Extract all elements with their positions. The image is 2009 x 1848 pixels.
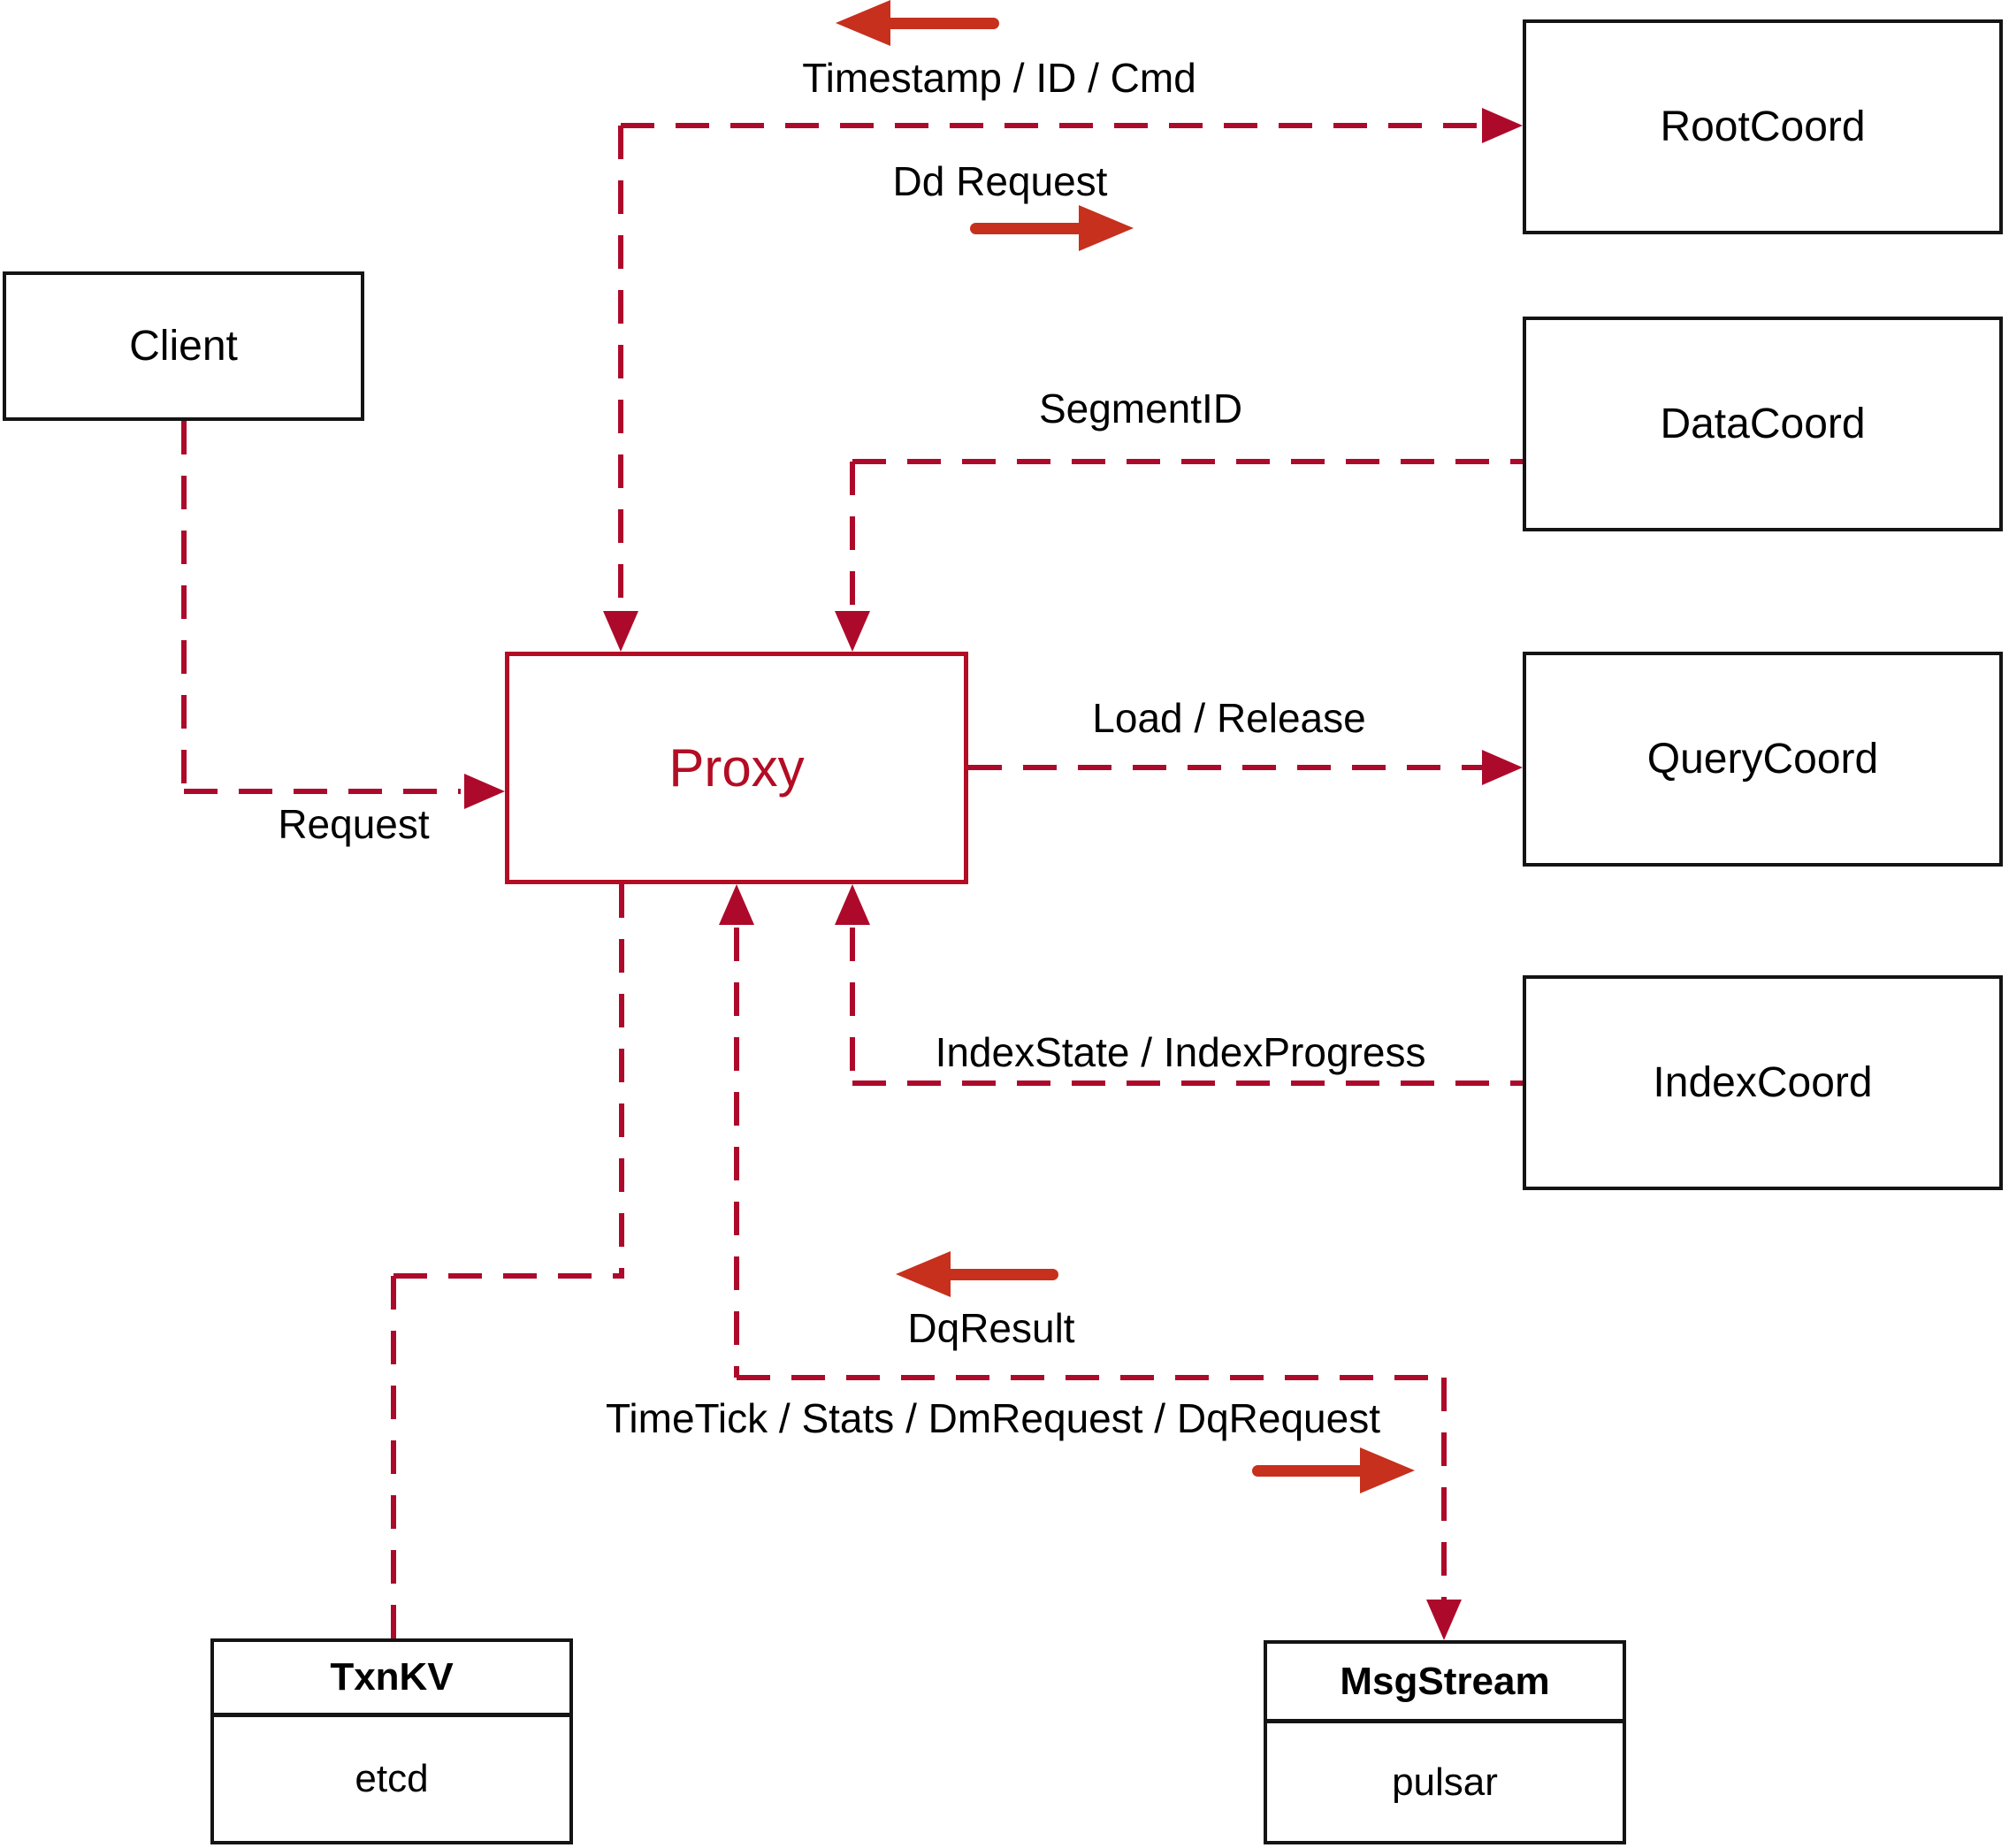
edge-proxy-txnkv-horizontal bbox=[393, 1273, 624, 1279]
edge-proxy-txnkv-vertical-upper bbox=[619, 884, 624, 1276]
edge-proxy-rootcoord-horizontal bbox=[621, 123, 1478, 128]
edge-datacoord-proxy-horizontal bbox=[852, 459, 1523, 464]
node-txnkv-title: TxnKV bbox=[214, 1642, 569, 1717]
node-proxy: Proxy bbox=[505, 652, 968, 884]
flow-arrow-dqresult-left-icon bbox=[896, 1251, 1060, 1297]
edge-label-time-tick: TimeTick / Stats / DmRequest / DqRequest bbox=[606, 1395, 1380, 1441]
arrowhead-into-proxy-left bbox=[464, 774, 505, 809]
node-rootcoord-label: RootCoord bbox=[1660, 103, 1866, 150]
edge-client-proxy-vertical bbox=[181, 421, 187, 791]
edge-label-load-release: Load / Release bbox=[1092, 695, 1366, 741]
arrowhead-into-proxy-top-left bbox=[603, 611, 638, 652]
edge-label-timestamp: Timestamp / ID / Cmd bbox=[802, 55, 1196, 101]
node-indexcoord-label: IndexCoord bbox=[1653, 1059, 1873, 1106]
edge-label-index-state: IndexState / IndexProgress bbox=[935, 1029, 1426, 1075]
edge-proxy-querycoord-horizontal bbox=[968, 765, 1482, 770]
arrowhead-into-msgstream bbox=[1426, 1600, 1462, 1640]
edge-proxy-txnkv-vertical-lower bbox=[391, 1276, 396, 1638]
node-client-label: Client bbox=[129, 323, 238, 370]
node-datacoord-label: DataCoord bbox=[1660, 401, 1866, 447]
edge-proxy-msgstream-vertical-right bbox=[1441, 1378, 1447, 1600]
node-indexcoord: IndexCoord bbox=[1523, 975, 2003, 1190]
edge-proxy-msgstream-horizontal bbox=[737, 1375, 1447, 1380]
edge-label-dq-result: DqResult bbox=[907, 1305, 1075, 1351]
flow-arrow-timestamp-left-icon bbox=[836, 0, 1001, 46]
arrowhead-into-proxy-top-right bbox=[835, 611, 870, 652]
edge-label-segment-id: SegmentID bbox=[1038, 386, 1243, 431]
node-msgstream: MsgStream pulsar bbox=[1264, 1640, 1626, 1844]
arrowhead-into-rootcoord bbox=[1482, 108, 1523, 143]
node-msgstream-impl: pulsar bbox=[1392, 1760, 1498, 1804]
arrowhead-into-proxy-bottom-left bbox=[719, 884, 754, 925]
edge-label-request: Request bbox=[278, 801, 430, 847]
node-datacoord: DataCoord bbox=[1523, 317, 2003, 531]
edge-datacoord-proxy-vertical bbox=[850, 462, 855, 608]
node-client: Client bbox=[3, 271, 364, 421]
arrowhead-into-proxy-bottom-right bbox=[835, 884, 870, 925]
flow-arrow-timetick-right-icon bbox=[1250, 1447, 1415, 1493]
node-txnkv-impl: etcd bbox=[355, 1757, 429, 1800]
edge-proxy-rootcoord-vertical bbox=[618, 126, 623, 608]
edge-indexcoord-proxy-horizontal bbox=[852, 1081, 1523, 1086]
node-msgstream-title: MsgStream bbox=[1267, 1644, 1623, 1723]
edge-label-dd-request: Dd Request bbox=[892, 158, 1108, 204]
node-txnkv: TxnKV etcd bbox=[210, 1638, 573, 1844]
node-proxy-label: Proxy bbox=[668, 738, 805, 798]
node-querycoord: QueryCoord bbox=[1523, 652, 2003, 867]
arrowhead-into-querycoord bbox=[1482, 750, 1523, 785]
edge-proxy-msgstream-vertical-left bbox=[734, 928, 739, 1378]
edge-indexcoord-proxy-vertical bbox=[850, 928, 855, 1083]
edge-client-proxy-horizontal bbox=[184, 789, 461, 794]
node-querycoord-label: QueryCoord bbox=[1646, 736, 1879, 783]
node-rootcoord: RootCoord bbox=[1523, 19, 2003, 234]
flow-arrow-dd-request-right-icon bbox=[968, 205, 1134, 251]
